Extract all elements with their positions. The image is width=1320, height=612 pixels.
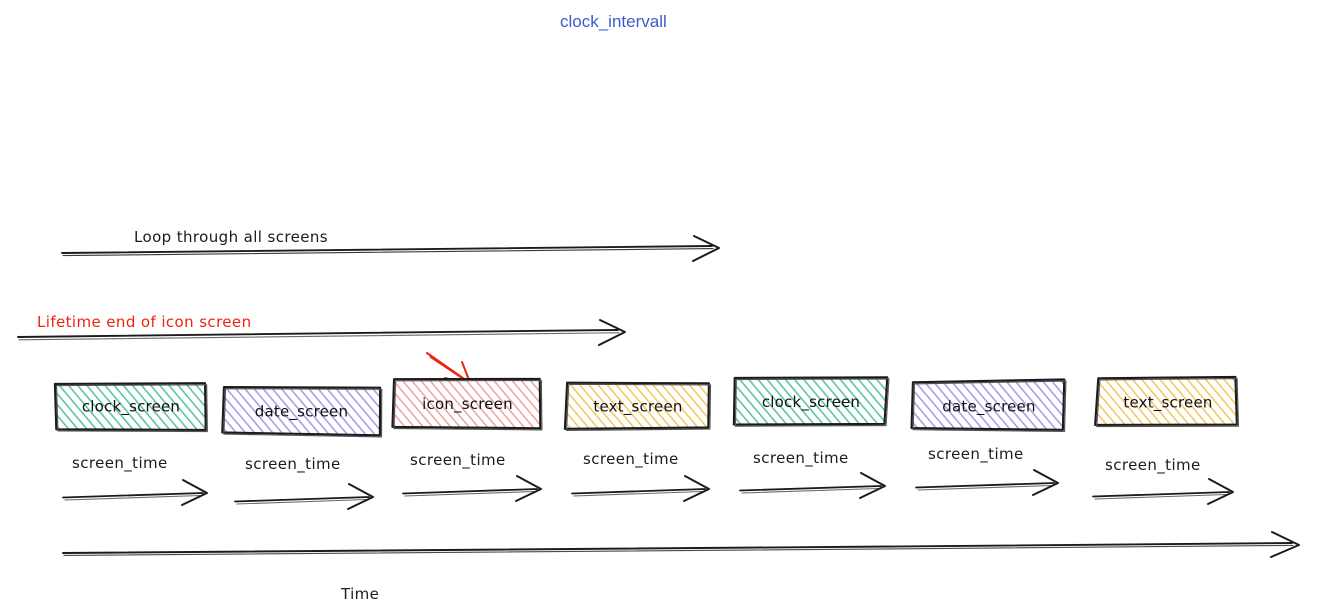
screen-time-segment-2: screen_time bbox=[402, 451, 542, 502]
loop-arrow-line bbox=[61, 245, 713, 254]
screen-time-segment-1: screen_time bbox=[234, 455, 374, 510]
screen-time-label: screen_time bbox=[245, 455, 341, 474]
lifetime-end-annotation: Lifetime end of icon screen bbox=[17, 313, 626, 346]
screen-time-arrow-line bbox=[739, 485, 882, 492]
screen-box-border bbox=[563, 381, 710, 430]
screen-box-fill bbox=[54, 383, 206, 430]
screen-time-arrow-line bbox=[915, 482, 1055, 489]
screen-box-clock-screen-4[interactable]: clock_screen bbox=[732, 376, 890, 427]
screen-box-fill bbox=[392, 378, 541, 429]
screen-time-label: screen_time bbox=[72, 454, 168, 473]
screen-box-border bbox=[223, 388, 383, 438]
screen-box-border bbox=[53, 382, 207, 431]
screen-time-arrowhead-icon bbox=[1207, 478, 1234, 505]
time-axis-label: Time bbox=[340, 585, 379, 603]
screen-box-border bbox=[55, 384, 208, 433]
screen-time-arrowhead-icon bbox=[683, 475, 710, 502]
time-axis-line-shadow bbox=[63, 544, 1294, 556]
screen-box-label: text_screen bbox=[1123, 394, 1212, 413]
screen-time-arrow-line bbox=[62, 492, 204, 499]
screen-time-arrowhead-icon bbox=[181, 479, 208, 506]
screen-box-date-screen-5[interactable]: date_screen bbox=[910, 378, 1067, 433]
lifetime-arrow-label: Lifetime end of icon screen bbox=[37, 313, 251, 331]
screen-box-group: clock_screen date_screen icon_screen text_s… bbox=[53, 375, 1240, 438]
screen-box-border bbox=[393, 379, 543, 431]
time-axis-line bbox=[62, 542, 1293, 554]
screen-time-segment-5: screen_time bbox=[915, 445, 1059, 496]
screen-box-label: date_screen bbox=[255, 403, 348, 422]
screen-time-arrow-line-shadow bbox=[236, 498, 368, 505]
loop-through-all-screens-annotation: Loop through all screens bbox=[61, 228, 720, 262]
screen-time-arrow-line-shadow bbox=[404, 490, 536, 497]
screen-box-border bbox=[1096, 377, 1240, 428]
screen-box-fill bbox=[733, 377, 888, 425]
time-axis: Time bbox=[62, 531, 1300, 603]
screen-box-border bbox=[391, 377, 542, 430]
screen-time-arrow-line-shadow bbox=[917, 484, 1053, 491]
screen-box-date-screen-1[interactable]: date_screen bbox=[221, 385, 383, 438]
screen-box-border bbox=[734, 378, 890, 427]
screen-time-label: screen_time bbox=[410, 451, 506, 470]
screen-box-text-screen-3[interactable]: text_screen bbox=[563, 381, 712, 432]
screen-box-icon-screen-2[interactable]: icon_screen bbox=[391, 377, 543, 431]
screen-time-arrow-line bbox=[571, 488, 706, 495]
screen-time-label: screen_time bbox=[753, 449, 849, 468]
screen-time-segment-group: screen_time screen_time screen_time screen_… bbox=[62, 445, 1234, 510]
screen-time-arrow-line-shadow bbox=[64, 494, 202, 501]
lifetime-arrowhead-icon bbox=[598, 319, 626, 346]
screen-time-arrowhead-icon bbox=[859, 472, 886, 499]
screen-time-arrow-line-shadow bbox=[573, 490, 704, 497]
time-axis-arrowhead-icon bbox=[1270, 531, 1300, 558]
screen-box-label: icon_screen bbox=[422, 395, 513, 414]
screen-time-label: screen_time bbox=[583, 450, 679, 469]
screen-box-clock-screen-0[interactable]: clock_screen bbox=[53, 382, 208, 433]
screen-box-fill bbox=[911, 379, 1065, 430]
screen-time-segment-4: screen_time bbox=[739, 449, 886, 499]
screen-box-fill bbox=[222, 387, 381, 436]
loop-arrowhead-icon bbox=[692, 235, 720, 262]
screen-time-label: screen_time bbox=[1105, 456, 1201, 475]
screen-time-arrow-line bbox=[402, 488, 538, 495]
screen-time-arrowhead-icon bbox=[515, 475, 542, 502]
screen-time-arrowhead-icon bbox=[347, 483, 374, 510]
screen-box-label: date_screen bbox=[942, 398, 1035, 417]
screen-time-arrow-line bbox=[1092, 491, 1230, 498]
page-title: clock_intervall bbox=[560, 12, 667, 31]
screen-time-arrow-line-shadow bbox=[741, 487, 880, 494]
screen-time-label: screen_time bbox=[928, 445, 1024, 464]
screen-box-fill bbox=[1095, 376, 1237, 425]
screen-time-arrowhead-icon bbox=[1032, 469, 1059, 496]
screen-box-label: text_screen bbox=[593, 398, 682, 417]
screen-time-arrow-line-shadow bbox=[1094, 493, 1228, 500]
screen-box-border bbox=[1094, 375, 1238, 426]
screen-box-border bbox=[910, 378, 1066, 431]
loop-arrow-label: Loop through all screens bbox=[134, 228, 328, 246]
screen-box-fill bbox=[564, 382, 709, 429]
screen-box-label: clock_screen bbox=[82, 398, 180, 417]
screen-box-border bbox=[221, 385, 382, 437]
screen-time-segment-0: screen_time bbox=[62, 454, 208, 506]
screen-time-arrow-line bbox=[234, 496, 370, 503]
screen-box-border bbox=[565, 383, 712, 432]
screen-box-text-screen-6[interactable]: text_screen bbox=[1094, 375, 1240, 428]
screen-time-segment-3: screen_time bbox=[571, 450, 710, 502]
screen-box-border bbox=[732, 376, 889, 426]
screen-box-border bbox=[912, 380, 1067, 433]
lifetime-arrow-line bbox=[17, 329, 619, 338]
screen-box-label: clock_screen bbox=[762, 393, 860, 412]
screen-time-segment-6: screen_time bbox=[1092, 456, 1234, 505]
